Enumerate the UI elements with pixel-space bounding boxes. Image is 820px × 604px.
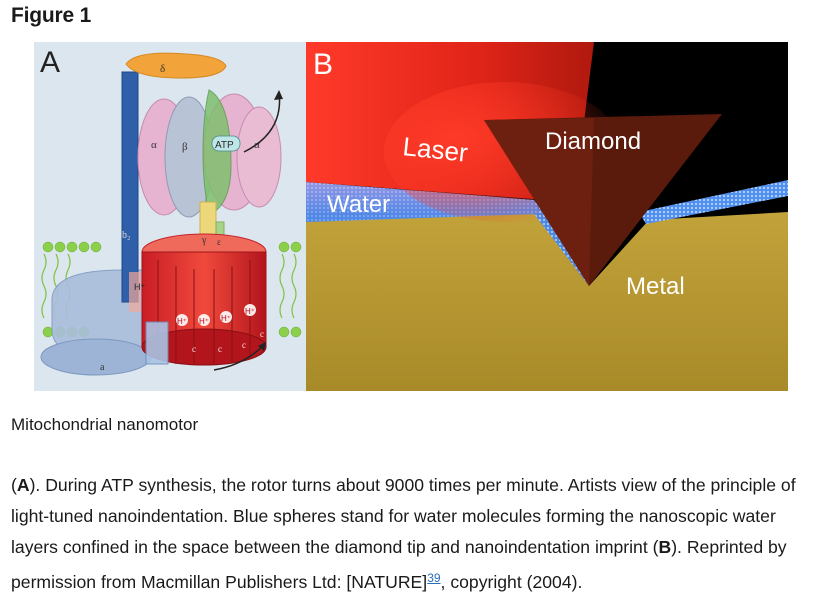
label-hplus-1: H⁺: [134, 282, 145, 292]
label-gamma: γ: [201, 235, 207, 246]
ref-panel-a: A: [16, 475, 30, 495]
panel-b-label: B: [313, 48, 333, 81]
label-metal: Metal: [626, 273, 685, 300]
label-alpha-left: α: [151, 139, 157, 151]
label-diamond: Diamond: [545, 128, 641, 155]
description-part-3: , copyright (2004).: [440, 572, 583, 592]
label-b2: b₂: [122, 230, 131, 241]
label-delta: δ: [160, 63, 165, 75]
panel-a-atp-synthase-illustration: [34, 42, 306, 391]
label-c-3: c: [242, 340, 246, 350]
label-hplus-2: H⁺: [177, 317, 187, 326]
label-beta: β: [182, 141, 188, 153]
label-a-subunit: a: [100, 362, 105, 373]
label-hplus-4: H⁺: [221, 314, 231, 323]
label-c-1: c: [192, 344, 196, 354]
panel-a-label: A: [40, 46, 60, 79]
label-atp: ATP: [215, 140, 234, 151]
figure-heading: Figure 1: [11, 4, 92, 27]
figure-caption: Mitochondrial nanomotor: [11, 415, 199, 434]
figure-description: (A). During ATP synthesis, the rotor tur…: [11, 475, 796, 592]
description-part-2: ). Reprinted by permission from Macmilla…: [11, 537, 787, 592]
citation-link[interactable]: 39: [427, 571, 441, 585]
label-c-4: c: [260, 329, 264, 339]
label-epsilon: ε: [217, 237, 221, 247]
label-hplus-3: H⁺: [199, 317, 209, 326]
description-part-1: ). During ATP synthesis, the rotor turns…: [11, 475, 796, 557]
label-alpha-right: α: [254, 139, 260, 151]
panel-b-nanoindentation-illustration: [306, 42, 788, 391]
label-laser: Laser: [401, 131, 469, 168]
figure-image: A δ α β ATP α b₂ γ ε a H⁺ H⁺ H⁺ H⁺ H⁺ c …: [34, 42, 788, 391]
label-water: Water: [327, 191, 390, 218]
label-hplus-5: H⁺: [245, 307, 255, 316]
label-c-2: c: [218, 344, 222, 354]
ref-panel-b: B: [658, 537, 672, 557]
